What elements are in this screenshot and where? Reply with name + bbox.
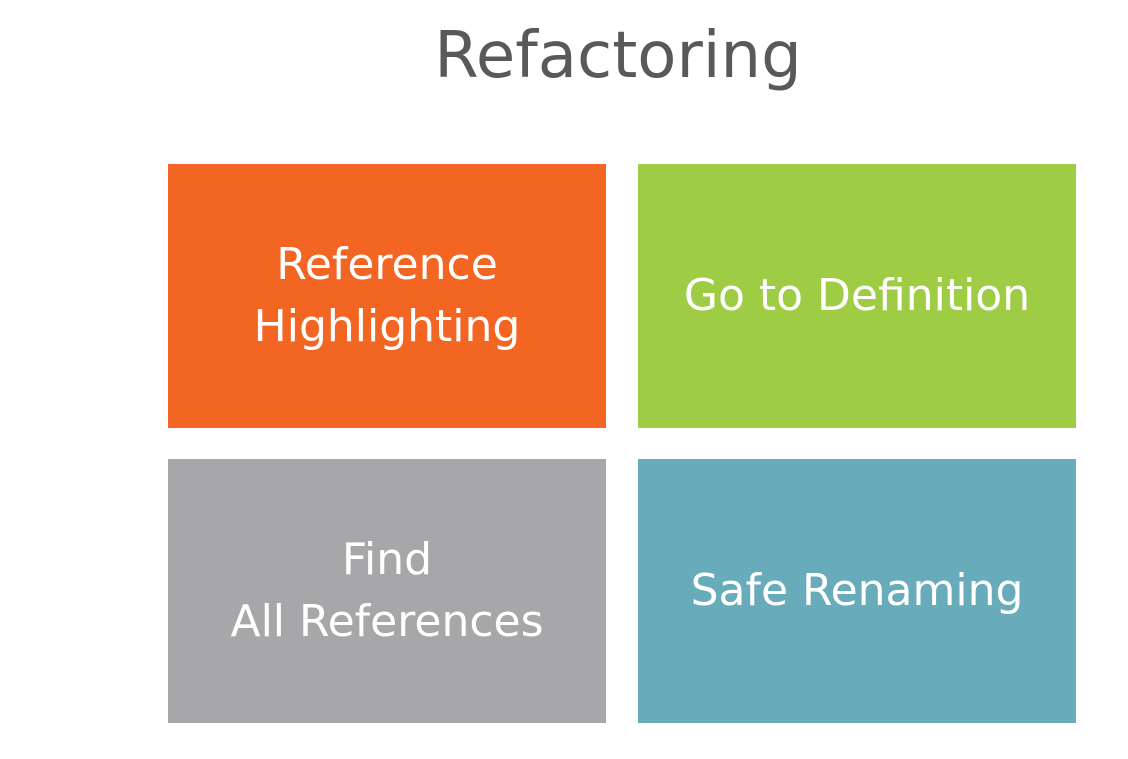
tile-label: Safe Renaming	[690, 565, 1024, 616]
tile-reference-highlighting: Reference Highlighting	[168, 164, 606, 428]
tile-find-all-references: Find All References	[168, 459, 606, 723]
tile-safe-renaming: Safe Renaming	[638, 459, 1076, 723]
tile-go-to-definition: Go to Definition	[638, 164, 1076, 428]
tile-label: Go to Definition	[683, 270, 1031, 321]
tile-label: Find All References	[230, 534, 544, 647]
tile-label: Reference Highlighting	[253, 239, 521, 352]
slide-title: Refactoring	[434, 19, 802, 93]
